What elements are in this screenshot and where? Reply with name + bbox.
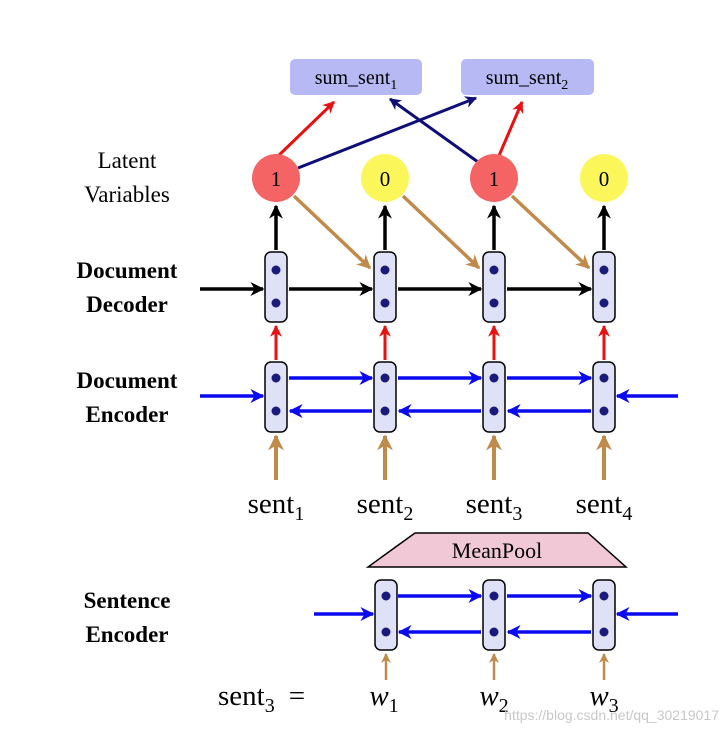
word-label-1: w1 [369, 680, 398, 717]
decoder-cell-4-dot-top [599, 265, 609, 275]
encoder-cell-4 [592, 361, 616, 433]
latent-node-4-value: 0 [599, 167, 610, 191]
selection-arrow-1 [274, 100, 336, 160]
sentence-encoder-cell-2-box [482, 579, 506, 651]
encoder-cell-4-box [592, 361, 616, 433]
decoder-cell-3-dot-bottom [489, 298, 499, 308]
decoder-cell-4 [592, 251, 616, 323]
latent-node-3-value: 1 [489, 167, 500, 191]
summary-box-1-label: sum_sent1 [315, 67, 398, 93]
latent-feedback-arrow-1 [292, 194, 372, 270]
sentence-encoder-cell-2 [482, 579, 506, 651]
sentence-encoder-cell-1 [374, 579, 398, 651]
word-label-2: w2 [479, 680, 508, 717]
decoder-cell-2-box [373, 251, 397, 323]
decoder-cell-1-dot-bottom [271, 298, 281, 308]
sentence-label-2: sent2 [357, 488, 414, 525]
sentence-label-4: sent4 [576, 488, 633, 525]
sentence-encoder-cell-2-dot-top [489, 591, 499, 601]
sentence-label-1: sent1 [248, 488, 305, 525]
decoder-label-line1: Document [77, 258, 178, 283]
summary-box-2-bg [461, 59, 594, 95]
latent-node-2-value: 0 [380, 167, 391, 191]
latent-label-line1: Latent [98, 148, 157, 173]
decoder-cell-2-dot-top [380, 265, 390, 275]
decoder-cell-4-dot-bottom [599, 298, 609, 308]
sentence-encoder-cell-1-box [374, 579, 398, 651]
decoder-cell-4-box [592, 251, 616, 323]
word-label-3: w3 [589, 680, 618, 717]
sentence-encoder-cell-3-dot-top [599, 591, 609, 601]
latent-node-4-circle [580, 154, 628, 202]
latent-node-3: 1 [470, 154, 518, 202]
meanpool-label: MeanPool [452, 538, 542, 563]
latent-label-line2: Variables [84, 182, 170, 207]
cross-arrow-to-sum1 [389, 97, 479, 164]
encoder-cell-3-dot-bottom [489, 406, 499, 416]
latent-node-1-value: 1 [271, 167, 282, 191]
selection-arrow-2 [496, 100, 524, 159]
sentence-encoder-cell-2-dot-bottom [489, 627, 499, 637]
encoder-cell-3-box [482, 361, 506, 433]
encoder-cell-2-box [373, 361, 397, 433]
encoder-cell-2 [373, 361, 397, 433]
encoder-cell-2-dot-bottom [380, 406, 390, 416]
sentence-encoder-cell-3-box [592, 579, 616, 651]
decoder-cell-3 [482, 251, 506, 323]
decoder-cell-3-box [482, 251, 506, 323]
encoder-cell-4-dot-bottom [599, 406, 609, 416]
cross-arrow-to-sum2 [297, 96, 478, 170]
latent-node-4: 0 [580, 154, 628, 202]
sentence-encoder-cell-3 [592, 579, 616, 651]
decoder-label-line2: Decoder [86, 292, 168, 317]
encoder-cell-3-dot-top [489, 373, 499, 383]
latent-node-2-circle [361, 154, 409, 202]
latent-node-1: 1 [252, 154, 300, 202]
meanpool-shape [365, 532, 628, 568]
latent-feedback-arrow-3 [510, 194, 591, 270]
summary-box-1: sum_sent1 [290, 59, 422, 95]
encoder-cell-3 [482, 361, 506, 433]
encoder-label-line2: Encoder [85, 402, 168, 427]
latent-node-3-circle [470, 154, 518, 202]
latent-feedback-arrow-2 [401, 194, 481, 270]
sentence-encoder-cell-1-dot-top [381, 591, 391, 601]
summary-box-2-label: sum_sent2 [486, 67, 569, 93]
encoder-cell-1-dot-bottom [271, 406, 281, 416]
encoder-cell-1 [264, 361, 288, 433]
meanpool-layer: MeanPool [365, 532, 628, 568]
encoder-label-line1: Document [77, 368, 178, 393]
watermark: https://blog.csdn.net/qq_30219017 [504, 707, 719, 723]
summary-box-2: sum_sent2 [461, 59, 594, 95]
summary-box-1-bg [290, 59, 422, 95]
decoder-cell-3-dot-top [489, 265, 499, 275]
sentence-encoder-cell-1-dot-bottom [381, 627, 391, 637]
decoder-cell-2-dot-bottom [380, 298, 390, 308]
decoder-cell-1-dot-top [271, 265, 281, 275]
sentence-encoder-label-line1: Sentence [84, 588, 171, 613]
encoder-cell-4-dot-top [599, 373, 609, 383]
encoder-cell-1-box [264, 361, 288, 433]
decoder-cell-2 [373, 251, 397, 323]
encoder-cell-1-dot-top [271, 373, 281, 383]
sentence-label-3: sent3 [466, 488, 523, 525]
equation-label: sent3= [218, 680, 305, 717]
sentence-encoder-cell-3-dot-bottom [599, 627, 609, 637]
decoder-cell-1-box [264, 251, 288, 323]
decoder-cell-1 [264, 251, 288, 323]
encoder-cell-2-dot-top [380, 373, 390, 383]
latent-node-1-circle [252, 154, 300, 202]
sentence-encoder-label-line2: Encoder [85, 622, 168, 647]
latent-node-2: 0 [361, 154, 409, 202]
